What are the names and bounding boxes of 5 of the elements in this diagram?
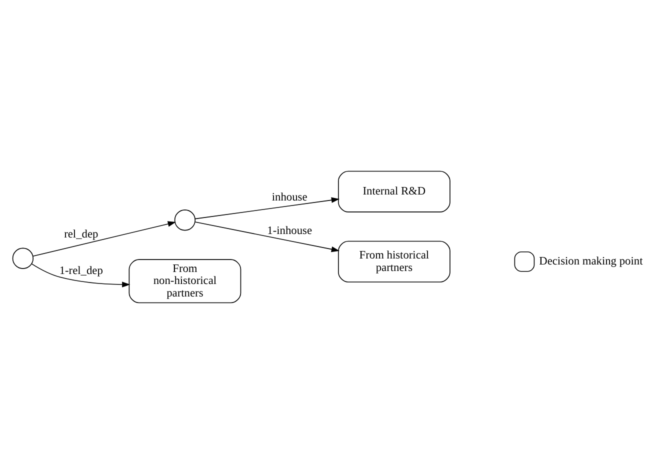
edge-label: 1-rel_dep xyxy=(59,264,103,277)
edge-label: 1-inhouse xyxy=(267,224,312,237)
edge-label: rel_dep xyxy=(64,228,98,240)
edge-label: inhouse xyxy=(272,191,308,204)
legend-label: Decision making point xyxy=(539,255,643,268)
